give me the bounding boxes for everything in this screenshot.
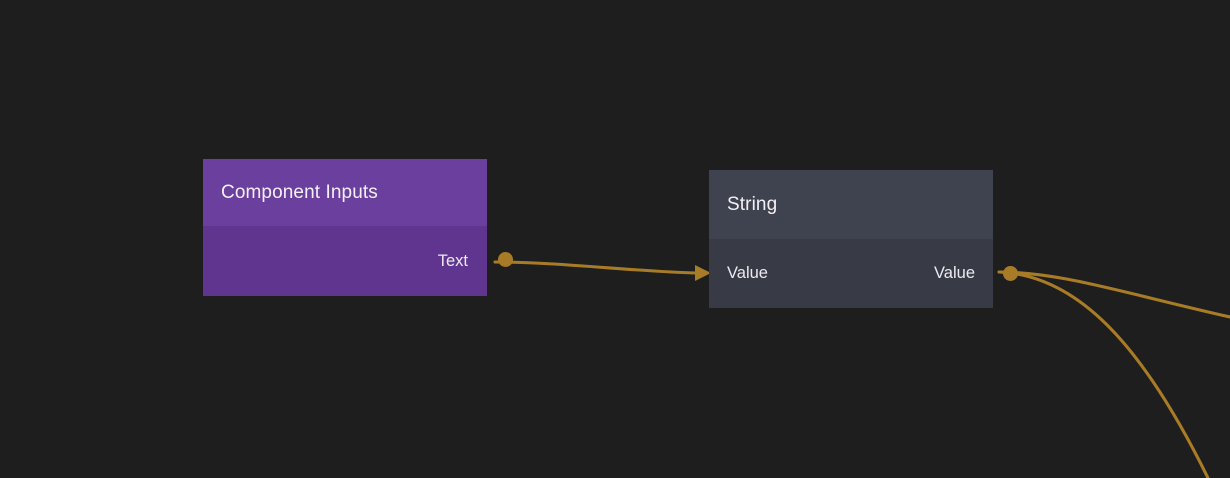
output-port-label-text: Text [437, 251, 468, 270]
node-component-inputs[interactable]: Component Inputs Text [203, 159, 513, 296]
edge-value-out-lower[interactable] [997, 270, 1210, 478]
node-string[interactable]: String Value Value [695, 170, 1018, 308]
port-row-value[interactable]: Value Value [695, 239, 1018, 308]
edge-value-out-upper[interactable] [997, 270, 1230, 319]
input-port-label-value: Value [727, 264, 768, 282]
output-port-circle-icon[interactable] [498, 252, 513, 267]
node-title: Component Inputs [221, 181, 378, 203]
node-header[interactable]: Component Inputs [203, 159, 487, 226]
node-body: Value Value [695, 239, 1018, 308]
node-title: String [727, 193, 778, 215]
output-port-row-text[interactable]: Text [203, 226, 513, 296]
input-port-arrow-icon[interactable] [695, 265, 708, 281]
node-body: Text [203, 226, 513, 296]
edge-text-to-value[interactable] [493, 260, 699, 275]
node-header[interactable]: String [709, 170, 993, 239]
output-port-circle-icon[interactable] [1003, 266, 1018, 281]
output-port-label-value: Value [934, 264, 975, 282]
